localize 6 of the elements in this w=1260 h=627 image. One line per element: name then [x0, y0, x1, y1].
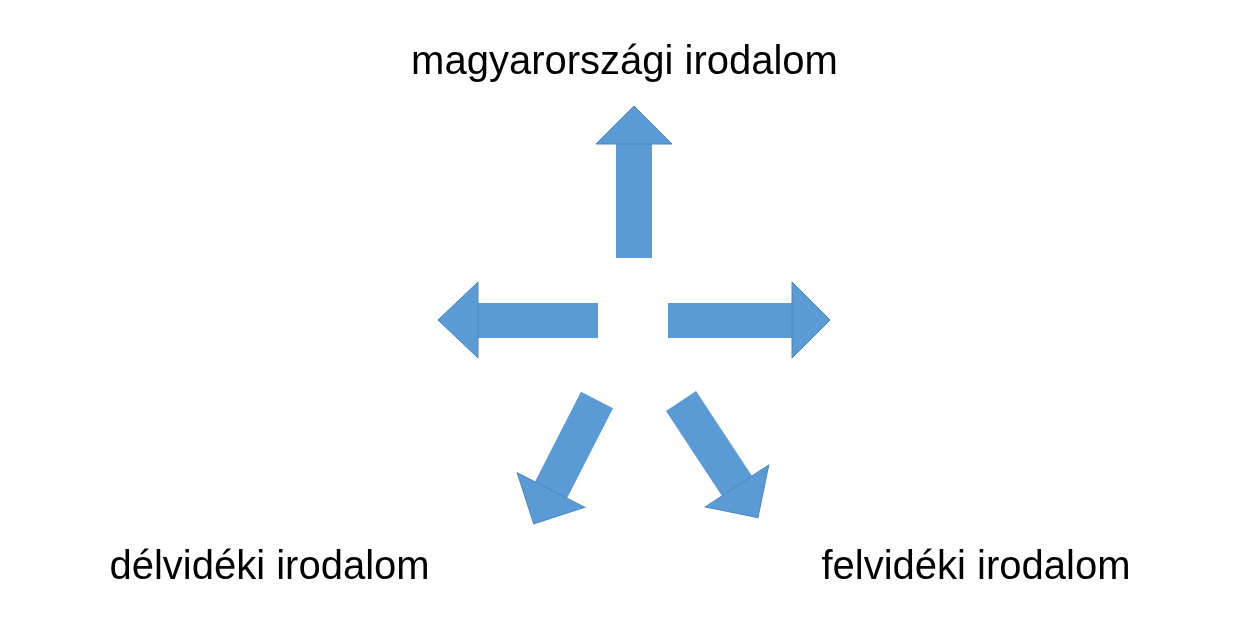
block-arrow: [516, 391, 614, 525]
block-arrow: [665, 391, 770, 519]
region-label: felvidéki irodalom: [786, 541, 1166, 589]
region-label: délvidéki irodalom: [72, 541, 467, 589]
region-label: magyarországi irodalom: [372, 36, 877, 84]
block-arrow: [595, 105, 673, 258]
